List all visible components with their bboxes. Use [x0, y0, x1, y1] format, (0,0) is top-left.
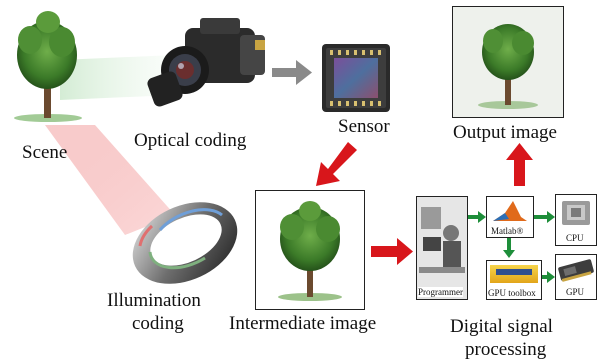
- cpu-box: CPU: [555, 194, 597, 246]
- programmer-icon: [417, 197, 467, 299]
- gpu-box: GPU: [555, 254, 597, 300]
- camera-icon: [147, 18, 265, 107]
- matlab-logo-icon: [493, 201, 527, 221]
- arrow-to-intermediate: [316, 142, 357, 186]
- output-tree-icon: [453, 7, 563, 117]
- optical-coding-label: Optical coding: [134, 130, 247, 151]
- optical-beam: [60, 55, 175, 100]
- intermediate-tree-icon: [278, 201, 342, 301]
- arrow-to-output: [506, 143, 533, 186]
- illumination-label-line2: coding: [132, 313, 184, 334]
- output-image-frame: [452, 6, 564, 118]
- dsp-panel: Programmer Matlab® GPU toolbox CPU GPU: [416, 188, 597, 306]
- gpu-toolbox-box: GPU toolbox: [486, 260, 542, 300]
- cpu-chip-icon: [562, 201, 590, 225]
- intermediate-image-label: Intermediate image: [229, 313, 377, 334]
- cpu-label: CPU: [566, 233, 584, 243]
- dsp-label-line2: processing: [465, 339, 547, 360]
- sensor-chip-icon: [322, 44, 390, 112]
- gpu-card-icon: [558, 259, 594, 282]
- arrow-to-dsp: [371, 238, 413, 265]
- illumination-ring-icon: [132, 202, 238, 284]
- programmer-label: Programmer: [418, 287, 463, 297]
- scene-label: Scene: [22, 142, 68, 163]
- dsp-label-line1: Digital signal: [450, 316, 553, 337]
- output-image-label: Output image: [453, 122, 557, 143]
- sensor-label: Sensor: [338, 116, 390, 137]
- matlab-box: Matlab®: [486, 196, 534, 238]
- gpu-toolbox-label: GPU toolbox: [488, 288, 536, 298]
- gpu-label: GPU: [566, 287, 585, 297]
- scene-tree-icon: [14, 11, 82, 122]
- programmer-photo: Programmer: [416, 196, 468, 300]
- intermediate-image-frame: [255, 190, 365, 310]
- illumination-label-line1: Illumination: [107, 290, 201, 311]
- arrow-to-sensor: [272, 60, 312, 85]
- gpu-toolbox-banner: [490, 265, 538, 283]
- illumination-beam: [45, 125, 175, 235]
- matlab-label: Matlab®: [491, 226, 524, 236]
